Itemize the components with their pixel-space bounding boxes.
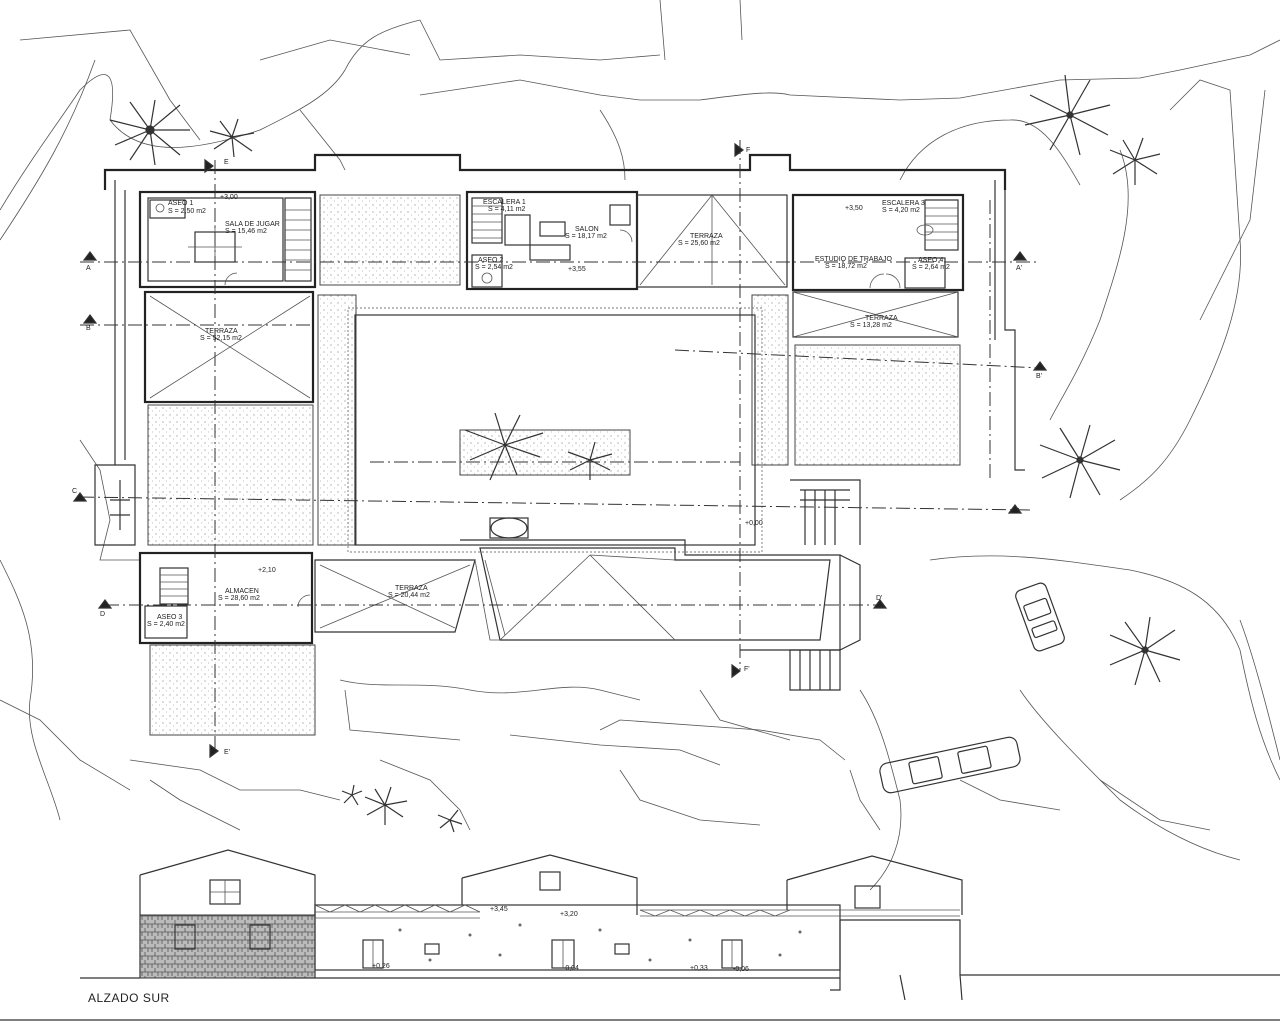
room-estudio-de-trabajo: ESCALERA 3 S = 4,20 m2 ESTUDIO DE TRABAJ…	[791, 193, 965, 292]
level-mark: -0,06	[733, 966, 749, 973]
section-label: D	[100, 611, 105, 618]
section-label: C'	[1013, 508, 1019, 515]
central-courtyard	[347, 307, 763, 553]
room-area: S = 18,72 m2	[825, 263, 867, 270]
gravel-court	[147, 194, 961, 736]
car	[879, 582, 1065, 794]
room-label: ESCALERA 3	[882, 200, 925, 207]
room-label: SALON	[575, 226, 599, 233]
palm-tree	[109, 74, 1181, 833]
section-label: A	[86, 265, 91, 272]
room-label: ASEO 4	[918, 257, 943, 264]
room-area: S = 15,46 m2	[225, 228, 267, 235]
level-mark: +0,26	[372, 963, 390, 970]
room-area: S = 52,15 m2	[200, 335, 242, 342]
room-label: ESTUDIO DE TRABAJO	[815, 256, 892, 263]
room-label: TERRAZA	[205, 328, 238, 335]
section-label: F'	[744, 666, 750, 673]
section-label: D'	[876, 595, 882, 602]
room-area: S = 2,40 m2	[147, 621, 185, 628]
level-mark: +3,50	[845, 205, 863, 212]
level-mark: -0,04	[563, 965, 579, 972]
room-almacen: ALMACEN S = 28,60 m2 ASEO 3 S = 2,40 m2 …	[138, 551, 314, 645]
section-label: C	[72, 488, 77, 495]
section-label: A'	[1016, 265, 1022, 272]
room-area: S = 18,17 m2	[565, 233, 607, 240]
south-elevation: +3,45 +3,20 +0,26 -0,04 +0,33 -0,06	[0, 849, 1280, 1021]
room-area: S = 28,60 m2	[218, 595, 260, 602]
section-label: E	[224, 159, 229, 166]
level-mark: +0,33	[690, 965, 708, 972]
room-area: S = 13,28 m2	[850, 322, 892, 329]
section-label: E'	[224, 749, 230, 756]
terraza-east: TERRAZA S = 13,28 m2	[792, 291, 959, 338]
room-label: ALMACEN	[225, 588, 259, 595]
level-mark: +3,20	[560, 911, 578, 918]
terrain-contours	[0, 0, 1280, 891]
terraza-west: TERRAZA S = 52,15 m2	[143, 290, 315, 404]
room-area: S = 4,11 m2	[488, 206, 526, 213]
terraza-south: TERRAZA S = 20,44 m2	[314, 559, 476, 633]
level-mark: +3,00	[220, 194, 238, 201]
level-mark: +0,00	[745, 520, 763, 527]
room-area: S = 2,50 m2	[168, 208, 206, 215]
section-lines: A A' B B' C C' D D' E E' F F'	[72, 140, 1048, 759]
room-sala-de-jugar: ASEO 1 S = 2,50 m2 SALA DE JUGAR S = 15,…	[138, 190, 317, 289]
room-salon: ESCALERA 1 S = 4,11 m2 SALON S = 18,17 m…	[465, 190, 639, 291]
section-label: B'	[1036, 373, 1042, 380]
room-label: TERRAZA	[865, 315, 898, 322]
room-area: S = 4,20 m2	[882, 207, 920, 214]
section-label: B	[86, 325, 91, 332]
level-mark: +2,10	[258, 567, 276, 574]
room-label: ESCALERA 1	[483, 199, 526, 206]
room-area: S = 2,54 m2	[475, 264, 513, 271]
drawing-title: ALZADO SUR	[88, 991, 170, 1005]
room-area: S = 2,64 m2	[912, 264, 950, 271]
level-mark: +3,45	[490, 906, 508, 913]
room-label: ASEO 3	[157, 614, 182, 621]
room-label: TERRAZA	[690, 233, 723, 240]
room-label: TERRAZA	[395, 585, 428, 592]
room-area: S = 25,60 m2	[678, 240, 720, 247]
room-label: SALA DE JUGAR	[225, 221, 280, 228]
boundary-wall	[94, 153, 1025, 691]
room-label: ASEO 2	[478, 257, 503, 264]
room-label: ASEO 1	[168, 200, 193, 207]
room-area: S = 20,44 m2	[388, 592, 430, 599]
south-pavilion	[460, 539, 841, 651]
terraza-north: TERRAZA S = 25,60 m2	[636, 194, 788, 288]
section-label: F	[746, 147, 750, 154]
level-mark: +3,55	[568, 266, 586, 273]
